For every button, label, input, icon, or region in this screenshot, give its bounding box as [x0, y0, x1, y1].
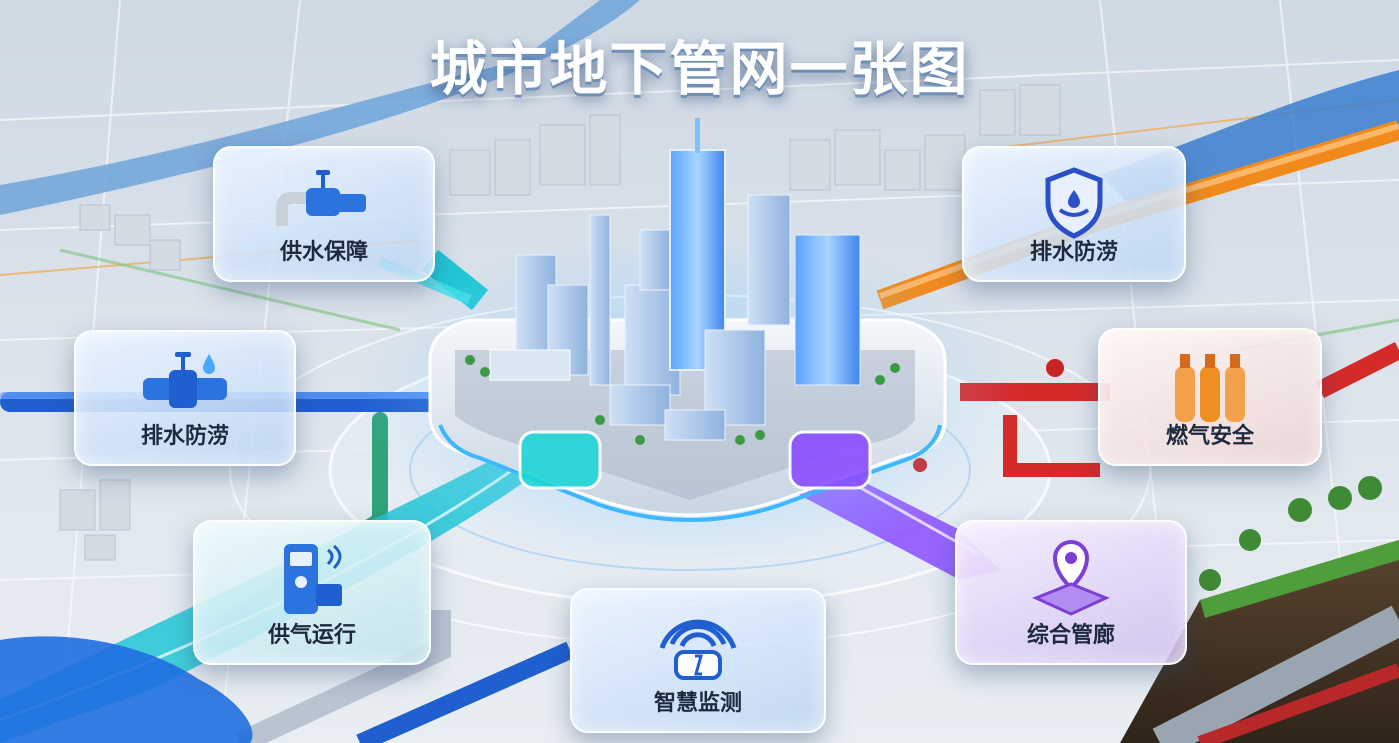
page-title: 城市地下管网一张图 — [429, 35, 970, 103]
location-pin-platform-icon — [1026, 536, 1116, 624]
card-label: 燃气安全 — [1165, 424, 1254, 449]
gas-cylinders-icon — [1165, 344, 1255, 432]
pipe-valve-droplet-icon — [135, 346, 235, 430]
card-drainage-right[interactable]: 排水防涝 — [962, 146, 1186, 282]
card-gas-safety[interactable]: 燃气安全 — [1098, 328, 1322, 466]
card-gas-operation[interactable]: 供气运行 — [193, 520, 431, 665]
card-label: 排水防涝 — [1029, 240, 1118, 265]
card-drainage-left[interactable]: 排水防涝 — [74, 330, 296, 466]
sensor-signal-icon — [648, 604, 748, 692]
card-label: 智慧监测 — [653, 691, 742, 716]
gas-meter-icon — [272, 536, 352, 624]
card-utility-tunnel[interactable]: 综合管廊 — [955, 520, 1187, 665]
card-smart-monitoring[interactable]: 智慧监测 — [570, 588, 826, 733]
card-label: 排水防涝 — [140, 424, 229, 449]
card-label: 综合管廊 — [1026, 623, 1115, 648]
water-valve-icon — [276, 162, 372, 246]
shield-water-icon — [1034, 162, 1114, 246]
card-label: 供气运行 — [267, 623, 356, 648]
card-water-supply[interactable]: 供水保障 — [213, 146, 435, 282]
card-label: 供水保障 — [279, 240, 368, 265]
